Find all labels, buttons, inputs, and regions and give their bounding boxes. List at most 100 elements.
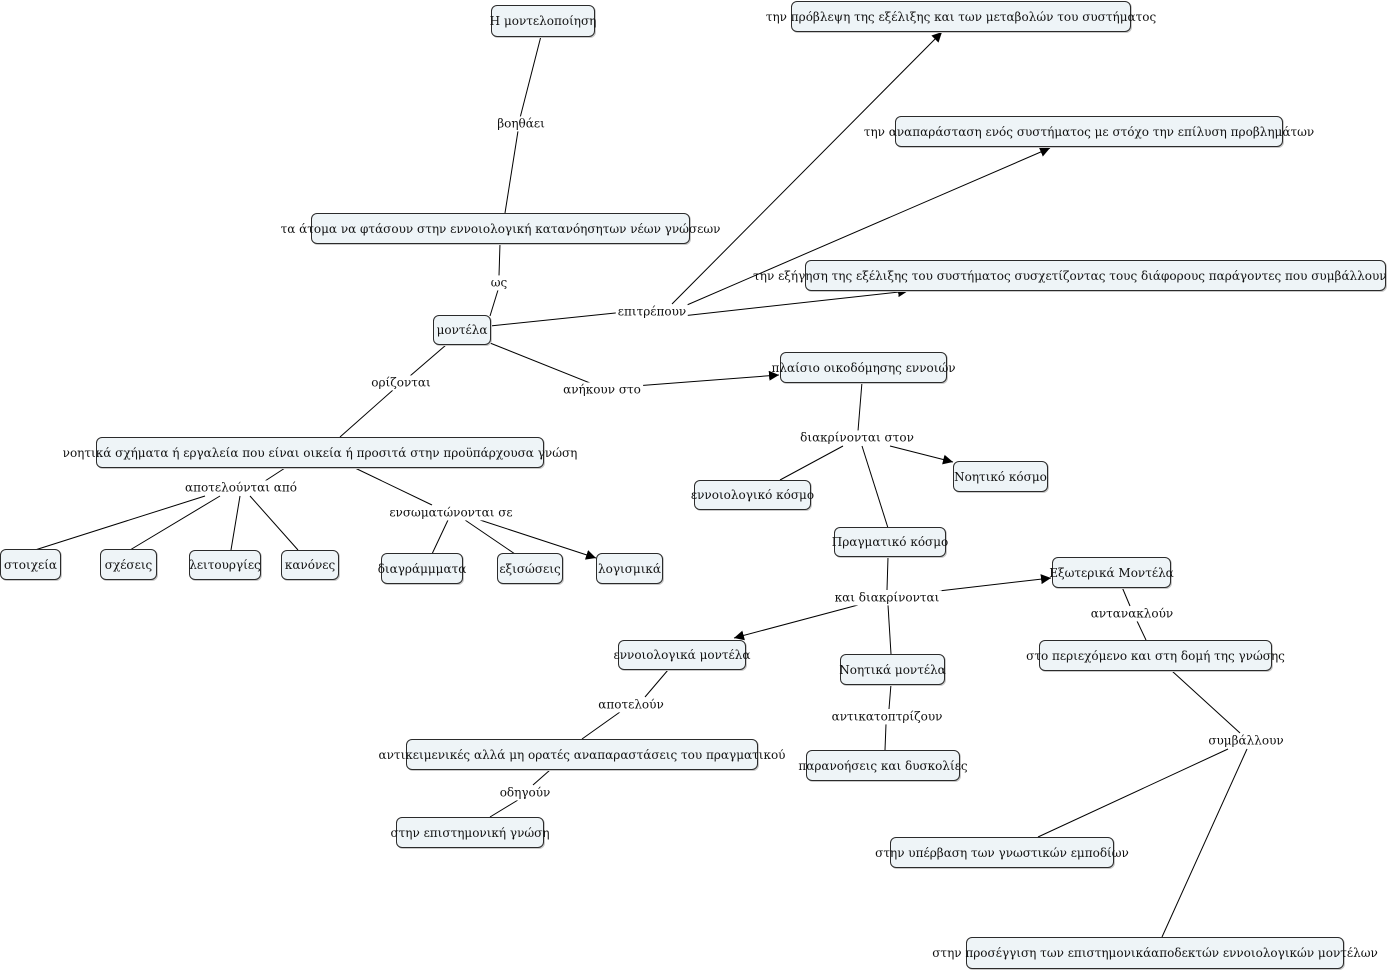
edge-distinguished-conceptual [779, 445, 844, 481]
concept-label: Πραγματικό κόσμο [831, 535, 949, 549]
edge-content-contribute [1171, 670, 1241, 734]
concept-label: στο περιεχόμενο και στη δομή της γνώσης [1026, 648, 1285, 663]
concept-label: νοητικά σχήματα ή εργαλεία που είναι οικ… [62, 445, 578, 460]
edge-lead-scientific [489, 799, 519, 818]
concept-label: κανόνες [284, 558, 336, 572]
edge-embedded-equations [464, 519, 516, 555]
concept-rules[interactable]: κανόνες [281, 550, 339, 580]
concept-label: παρανοήσεις και δυσκολίες [798, 758, 968, 773]
concept-mental-models[interactable]: Νοητικά μοντέλα [839, 654, 946, 685]
concept-label: εννοιολογικό κόσμο [690, 488, 815, 502]
concept-approach-models[interactable]: στην προσέγγιση των επιστημονικάαποδεκτώ… [932, 937, 1378, 969]
concept-label: την αναπαράσταση ενός συστήματος με στόχ… [863, 124, 1315, 139]
concept-mental-schemas[interactable]: νοητικά σχήματα ή εργαλεία που είναι οικ… [63, 437, 577, 468]
concept-objective-representations[interactable]: αντικειμενικές αλλά μη ορατές αναπαραστά… [379, 739, 785, 770]
concept-relations[interactable]: σχέσεις [100, 549, 157, 580]
edge-framework-distinguished [857, 381, 863, 432]
link-as[interactable]: ως [488, 275, 510, 291]
concept-diagrams[interactable]: διαγράμμματα [378, 553, 466, 584]
edge-reflect-content [1136, 620, 1147, 641]
edge-distinguished-real [861, 445, 889, 529]
concept-label: την πρόβλεψη της εξέλιξης και των μεταβο… [765, 9, 1157, 24]
edge-consist-functions [230, 495, 241, 551]
link-distinguished-in[interactable]: διακρίνονται στον [798, 430, 916, 446]
concept-modeling[interactable]: Η μοντελοποίηση [489, 5, 597, 37]
edge-external-reflect [1121, 586, 1131, 607]
concept-label: Νοητικά μοντέλα [839, 662, 946, 677]
concept-functions[interactable]: λειτουργίες [189, 550, 261, 580]
edge-anddist-mental-models [887, 604, 892, 655]
edge-anddist-external [929, 574, 1052, 593]
edge-models-belong [489, 342, 591, 384]
concept-models[interactable]: μοντέλα [433, 315, 491, 345]
edge-consist-elements [34, 495, 206, 551]
link-consist-of[interactable]: αποτελούνται από [183, 480, 299, 496]
concept-label: Εξωτερικά Μοντέλα [1049, 565, 1174, 580]
edge-belong-framework [634, 370, 780, 387]
concept-representation[interactable]: την αναπαράσταση ενός συστήματος με στόχ… [864, 116, 1314, 147]
concept-scientific-knowledge[interactable]: στην επιστημονική γνώση [390, 817, 550, 848]
concept-framework[interactable]: πλαίσιο οικοδόμησης εννοιών [771, 352, 956, 383]
concept-label: στην επιστημονική γνώση [390, 825, 550, 840]
concept-label: τα άτομα να φτάσουν στην εννοιολογική κα… [280, 221, 721, 236]
concept-label: εξισώσεις [499, 561, 561, 576]
edge-schemas-embedded [354, 467, 433, 506]
edge-contribute-overcoming [1037, 748, 1229, 838]
link-reflect[interactable]: αντανακλούν [1088, 606, 1176, 622]
edge-allow-explanation [681, 287, 909, 317]
concept-mental-world[interactable]: Νοητικό κόσμο [953, 461, 1048, 492]
concept-label: εννοιολογικά μοντέλα [613, 648, 751, 662]
edge-distinguished-mental [889, 445, 954, 465]
concept-prediction[interactable]: την πρόβλεψη της εξέλιξης και των μεταβο… [766, 1, 1156, 32]
concept-label: λογισμικά [598, 561, 662, 576]
edge-schemas-consist [264, 467, 286, 482]
edge-objective-lead [532, 769, 551, 786]
concept-real-world[interactable]: Πραγματικό κόσμο [831, 527, 949, 557]
edge-as-models [489, 289, 499, 317]
link-belong-to[interactable]: ανήκουν στο [561, 382, 643, 398]
edge-people-as [498, 242, 501, 277]
edge-mirror-misconceptions [884, 723, 887, 751]
concept-label: στην προσέγγιση των επιστημονικάαποδεκτώ… [932, 946, 1378, 960]
concept-external-models[interactable]: Εξωτερικά Μοντέλα [1049, 557, 1174, 588]
edge-consist-relations [129, 495, 221, 551]
concept-conceptual-models[interactable]: εννοιολογικά μοντέλα [614, 640, 750, 670]
edge-embedded-diagrams [431, 519, 449, 555]
concept-label: διαγράμμματα [377, 561, 467, 576]
link-helps[interactable]: βοηθάει [495, 116, 547, 132]
concept-label: την εξήγηση της εξέλιξης του συστήματος … [753, 268, 1388, 283]
link-defined[interactable]: ορίζονται [369, 375, 433, 391]
link-and-distinguished[interactable]: και διακρίνονται [832, 590, 942, 606]
link-mirror[interactable]: αντικατοπτρίζουν [829, 709, 945, 725]
edge-cmodels-constitute [644, 669, 669, 698]
concept-label: αντικειμενικές αλλά μη ορατές αναπαραστά… [378, 747, 786, 762]
concept-explanation[interactable]: την εξήγηση της εξέλιξης του συστήματος … [753, 260, 1388, 291]
concept-label: Νοητικό κόσμο [954, 469, 1047, 484]
edge-models-defined [409, 344, 447, 377]
concept-content-structure[interactable]: στο περιεχόμενο και στη δομή της γνώσης [1026, 640, 1285, 671]
edge-helps-people [504, 130, 519, 214]
concept-misconceptions[interactable]: παρανοήσεις και δυσκολίες [798, 750, 968, 781]
link-constitute[interactable]: αποτελούν [596, 697, 666, 713]
concept-software[interactable]: λογισμικά [596, 553, 663, 584]
edge-mmodels-mirror [888, 683, 892, 710]
concept-elements[interactable]: στοιχεία [0, 549, 61, 580]
concept-label: σχέσεις [104, 557, 153, 572]
concept-label: Η μοντελοποίηση [489, 14, 597, 28]
link-embedded-in[interactable]: ενσωματώνονται σε [387, 505, 515, 521]
concept-overcoming-obstacles[interactable]: στην υπέρβαση των γνωστικών εμποδίων [875, 837, 1129, 868]
concept-label: πλαίσιο οικοδόμησης εννοιών [771, 360, 956, 375]
concept-equations[interactable]: εξισώσεις [497, 553, 563, 584]
concept-conceptual-world[interactable]: εννοιολογικό κόσμο [690, 480, 815, 510]
edge-allow-prediction [671, 31, 943, 305]
edge-embedded-software [479, 519, 597, 560]
edge-anddist-conceptual-models [733, 604, 859, 641]
link-allow[interactable]: επιτρέπουν [615, 304, 689, 320]
concept-people[interactable]: τα άτομα να φτάσουν στην εννοιολογική κα… [281, 213, 720, 244]
concept-label: μοντέλα [436, 323, 488, 337]
link-lead[interactable]: οδηγούν [497, 785, 553, 801]
concept-label: στην υπέρβαση των γνωστικών εμποδίων [875, 845, 1129, 860]
link-contribute[interactable]: συμβάλλουν [1206, 733, 1286, 749]
edge-contribute-approach [1161, 748, 1248, 938]
